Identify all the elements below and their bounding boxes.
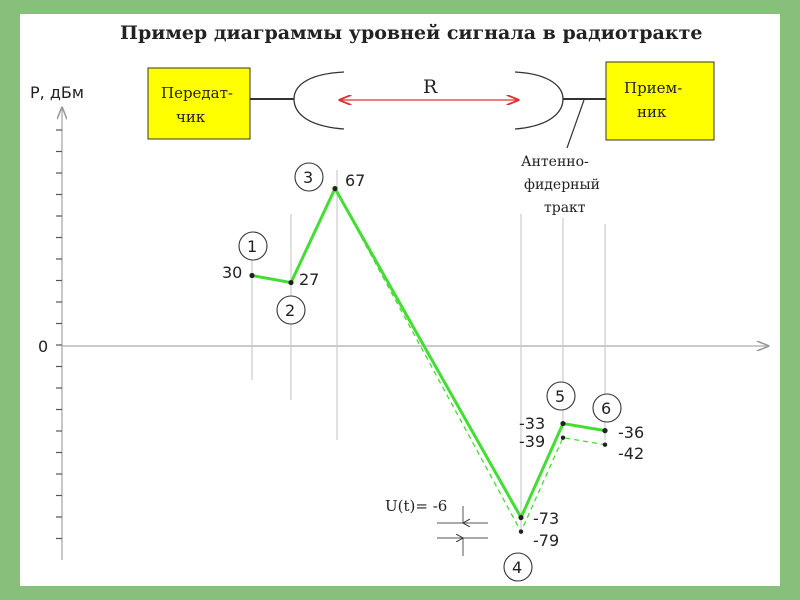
feeder-label-1: Антенно- — [521, 154, 589, 170]
data-point-3 — [332, 185, 338, 192]
receiver-label-2: ник — [637, 103, 667, 121]
data-point-6 — [602, 428, 608, 434]
transmitter-label-1: Передат- — [161, 84, 233, 102]
transmitter-antenna — [293, 71, 345, 130]
series-line-dashed — [251, 187, 606, 534]
data-point-2 — [288, 279, 294, 286]
y-axis-label: P, дБм — [30, 83, 84, 102]
slide-title: Пример диаграммы уровней сигнала в радио… — [120, 22, 703, 44]
point-circles — [238, 162, 622, 582]
point-number-1: 1 — [247, 237, 257, 256]
loss-indicator — [437, 506, 488, 556]
feeder-label-2: фидерный — [524, 177, 600, 193]
vertical-guides — [251, 170, 606, 530]
data-point-1 — [249, 272, 255, 279]
data-point-dashed-6 — [602, 442, 608, 447]
data-points — [249, 185, 608, 534]
distance-label: R — [423, 76, 438, 98]
data-point-4 — [518, 514, 524, 521]
point-number-4: 4 — [512, 558, 522, 577]
value-label-3: 67 — [345, 171, 365, 190]
point-number-5: 5 — [555, 387, 565, 406]
value-label-6-dashed: -42 — [618, 444, 644, 463]
receiver-antenna — [514, 71, 564, 130]
receiver-label-1: Прием- — [624, 79, 682, 97]
value-label-6: -36 — [618, 423, 644, 442]
loss-label: U(t)= -6 — [385, 497, 447, 515]
y-axis-ticks — [56, 129, 62, 540]
transmitter-label-2: чик — [176, 108, 206, 126]
zero-label: 0 — [38, 337, 48, 356]
point-number-2: 2 — [285, 301, 295, 320]
data-point-5 — [560, 420, 566, 427]
data-point-dashed-4 — [518, 529, 524, 534]
value-label-4: -73 — [533, 509, 559, 528]
transmitter-box — [147, 67, 251, 140]
value-label-4-dashed: -79 — [533, 531, 559, 550]
series-line-solid — [251, 185, 606, 521]
point-number-6: 6 — [601, 399, 611, 418]
point-number-3: 3 — [303, 168, 313, 187]
feeder-label-3: тракт — [544, 200, 586, 216]
value-label-5: -33 — [519, 414, 545, 433]
feeder-pointer — [566, 99, 585, 149]
value-label-1: 30 — [222, 263, 242, 282]
data-point-dashed-5 — [560, 435, 566, 440]
value-label-2: 27 — [299, 270, 319, 289]
value-label-5-dashed: -39 — [519, 432, 545, 451]
receiver-box — [605, 61, 715, 141]
